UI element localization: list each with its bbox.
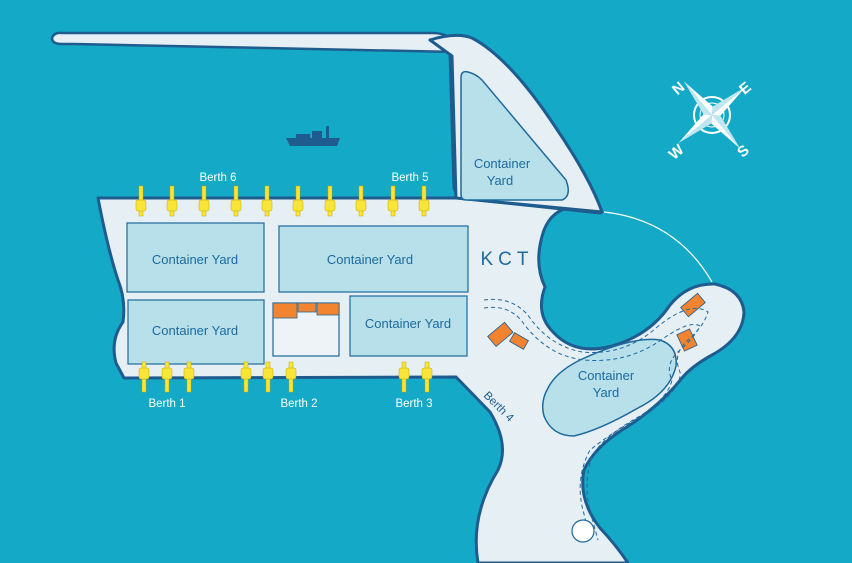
crane-icon (387, 185, 399, 217)
container-yard-bottom-left (127, 299, 265, 365)
terminal-label: KCT (481, 249, 534, 270)
crane-icon (355, 185, 367, 217)
crane-icon (398, 361, 410, 393)
roundabout (571, 519, 595, 543)
crane-icon (262, 361, 274, 393)
crane-icon (183, 361, 195, 393)
crane-icon (240, 361, 252, 393)
cranes (135, 185, 433, 393)
building (509, 332, 529, 350)
crane-icon (324, 185, 336, 217)
building (680, 292, 706, 318)
road (483, 298, 709, 541)
yard-north-label-1: Container (474, 156, 531, 171)
container-yard-east (541, 338, 677, 437)
berth-5-label: Berth 5 (391, 172, 428, 184)
crane-icon (166, 185, 178, 217)
berth-2-label: Berth 2 (280, 398, 317, 410)
crane-icon (198, 185, 210, 217)
warehouse-building (297, 302, 317, 313)
yard-east-label-2: Yard (593, 385, 620, 400)
crane-icon (418, 185, 430, 217)
container-yard-top-middle (278, 225, 469, 293)
crane-icon (138, 361, 150, 393)
berth-3-label: Berth 3 (395, 398, 432, 410)
container-yard-north (460, 70, 569, 201)
berth-6-label: Berth 6 (199, 172, 236, 184)
crane-icon (230, 185, 242, 217)
ship-icon (286, 126, 340, 146)
berth-1-label: Berth 1 (148, 398, 185, 410)
compass-rose-icon (678, 81, 746, 149)
yard-bottom-left-label: Container Yard (152, 323, 238, 338)
yard-bottom-middle-label: Container Yard (365, 316, 451, 331)
yard-east-label-1: Container (578, 368, 635, 383)
container-yard-top-left (126, 222, 265, 293)
crane-icon (292, 185, 304, 217)
yard-north-label-2: Yard (487, 173, 514, 188)
crane-icon (285, 361, 297, 393)
building (487, 321, 514, 347)
road (483, 306, 701, 541)
crane-icon (161, 361, 173, 393)
crane-icon (261, 185, 273, 217)
warehouse-building (272, 302, 298, 319)
yard-top-left-label: Container Yard (152, 252, 238, 267)
yard-top-middle-label: Container Yard (327, 252, 413, 267)
warehouse-building (316, 302, 340, 316)
crane-icon (421, 361, 433, 393)
crane-icon (135, 185, 147, 217)
container-yard-bottom-middle (349, 295, 468, 357)
cable-line (603, 211, 713, 283)
